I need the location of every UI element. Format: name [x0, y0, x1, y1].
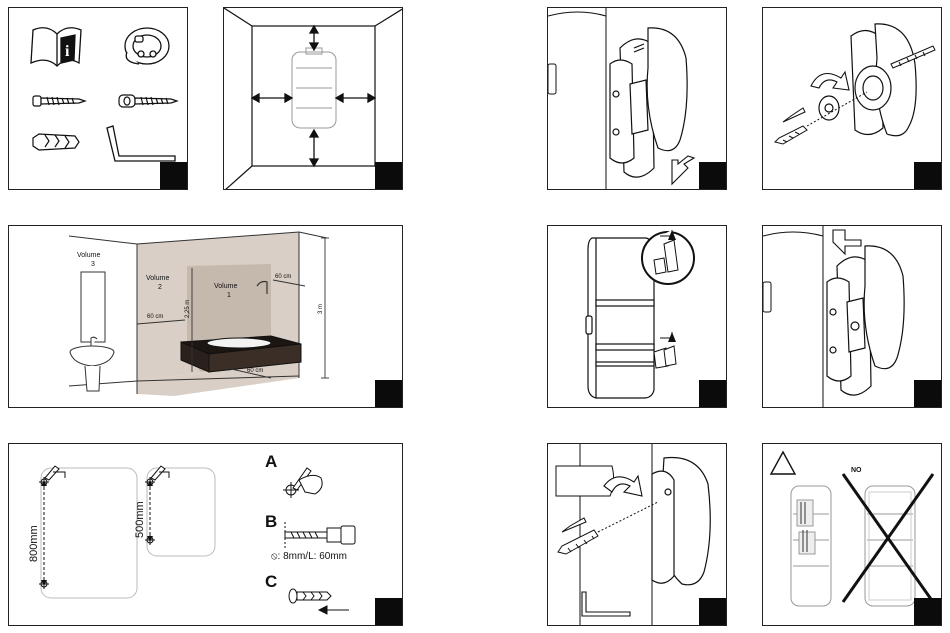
wall-plug-icon — [33, 134, 79, 150]
mirror — [81, 272, 105, 342]
panel-marker-square — [375, 380, 402, 407]
panel-package-contents: i — [8, 7, 188, 190]
svg-text:i: i — [65, 43, 70, 60]
template-800mm — [41, 468, 137, 598]
step-c-letter: C — [265, 572, 277, 591]
volume-2-label-word: Volume — [146, 275, 169, 282]
screw-icon-1 — [33, 96, 85, 106]
dimension-60cm-side: 60 cm — [147, 314, 163, 320]
step-b-letter: B — [265, 512, 277, 531]
panel-drilling-template: 800mm 500mm A B ⦸: 8mm/L: 60mm C — [8, 443, 403, 626]
dimension-500mm: 500mm — [134, 501, 146, 538]
dimension-60cm-front: 60 cm — [247, 368, 263, 374]
panel-marker-square — [699, 598, 726, 625]
panel-warning-no-cover: NO — [762, 443, 942, 626]
allen-key-icon — [582, 592, 630, 616]
panel-bathroom-zones: Volume 3 Volume 2 Volume 1 60 cm 60 cm 6… — [8, 225, 403, 408]
panel-marker-square — [699, 380, 726, 407]
panel-marker-square — [699, 162, 726, 189]
panel-marker-square — [160, 162, 187, 189]
wall-bracket-icon — [125, 28, 169, 64]
no-label: NO — [851, 467, 862, 474]
bathroom-zones-drawing: Volume 3 Volume 2 Volume 1 60 cm 60 cm 6… — [9, 226, 403, 408]
step-a-letter: A — [265, 452, 277, 471]
drilling-template-drawing: 800mm 500mm A B ⦸: 8mm/L: 60mm C — [9, 444, 403, 626]
down-arrow-icon — [833, 230, 861, 254]
dimension-800mm: 800mm — [28, 525, 40, 562]
radiator-covered-not-ok — [865, 486, 915, 606]
panel-marker-square — [375, 162, 402, 189]
screw-icon-2 — [119, 95, 177, 107]
volume-2-label-num: 2 — [158, 284, 162, 291]
insert-plug-icon — [289, 589, 349, 614]
panel-fit-bracket — [547, 7, 727, 190]
drill-icon — [285, 522, 355, 548]
rotate-arrow-icon — [811, 72, 849, 90]
radiator-with-towels-ok — [791, 486, 831, 606]
dimension-height-3m: 3 m — [318, 304, 324, 314]
panel-marker-square — [914, 598, 941, 625]
move-arrow-icon — [672, 156, 694, 184]
panel-clearance-distances — [223, 7, 403, 190]
warning-triangle-icon — [771, 452, 795, 474]
drill-spec-text: ⦸: 8mm/L: 60mm — [271, 551, 347, 562]
panel-marker-square — [375, 598, 402, 625]
radiator-outline — [292, 48, 336, 128]
allen-key-icon — [107, 126, 175, 161]
panel-hook-radiator — [547, 225, 727, 408]
panel-marker-square — [914, 162, 941, 189]
screw-insert — [558, 502, 658, 554]
dimension-60cm-right: 60 cm — [275, 274, 291, 280]
panel-marker-square — [914, 380, 941, 407]
volume-1-label-num: 1 — [227, 292, 231, 299]
panel-lock-radiator — [762, 225, 942, 408]
panel-screw-bracket — [762, 7, 942, 190]
manual-book-icon: i — [31, 28, 81, 66]
dimension-height-225m: 2,25 m — [185, 300, 191, 318]
volume-3-label-word: Volume — [77, 252, 100, 259]
volume-1-label-word: Volume — [214, 283, 237, 290]
radiator-side-profile — [610, 28, 687, 177]
template-500mm — [147, 468, 215, 556]
clearance-arrows — [252, 26, 375, 166]
volume-3-label-num: 3 — [91, 261, 95, 268]
panel-fix-screw — [547, 443, 727, 626]
mark-position-icon — [283, 468, 322, 498]
